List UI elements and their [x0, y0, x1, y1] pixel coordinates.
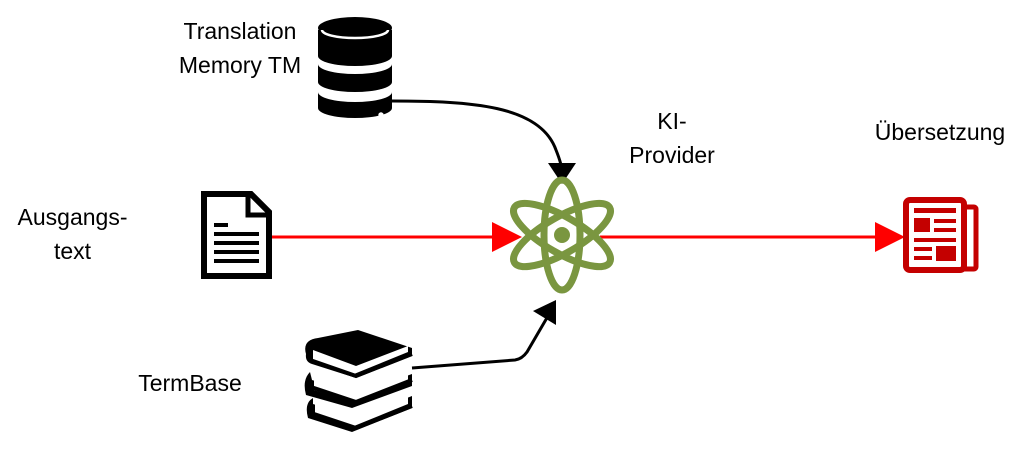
edge-termbase-to-provider [411, 300, 556, 370]
output-label-line-1: Übersetzung [874, 119, 1006, 145]
arrowhead [492, 222, 522, 252]
tm-label-line-2: Memory TM [178, 52, 302, 78]
arrowhead [533, 300, 556, 325]
provider-label-line-2: Provider [629, 142, 715, 168]
termbase-label: TermBase [120, 366, 260, 400]
edge-tm-to-provider [391, 99, 576, 184]
books-icon[interactable] [304, 330, 413, 432]
newspaper-icon[interactable] [903, 197, 979, 273]
arrowhead [548, 163, 576, 184]
source-label-line-2: text [53, 238, 92, 264]
arrowhead [875, 222, 905, 252]
termbase-label-line-1: TermBase [138, 370, 242, 396]
provider-label: KI- Provider [620, 104, 724, 172]
tm-label-line-1: Translation [183, 18, 297, 44]
document-icon[interactable] [201, 191, 272, 279]
tm-label: Translation Memory TM [160, 14, 320, 82]
database-icon[interactable] [318, 17, 392, 118]
output-label: Übersetzung [860, 115, 1020, 149]
edge-provider-to-output [600, 222, 905, 252]
source-label-line-1: Ausgangs- [17, 204, 128, 230]
atom-icon[interactable] [505, 176, 618, 294]
source-label: Ausgangs- text [0, 200, 145, 268]
edge-source-to-provider [272, 222, 522, 252]
provider-label-line-1: KI- [657, 108, 687, 134]
